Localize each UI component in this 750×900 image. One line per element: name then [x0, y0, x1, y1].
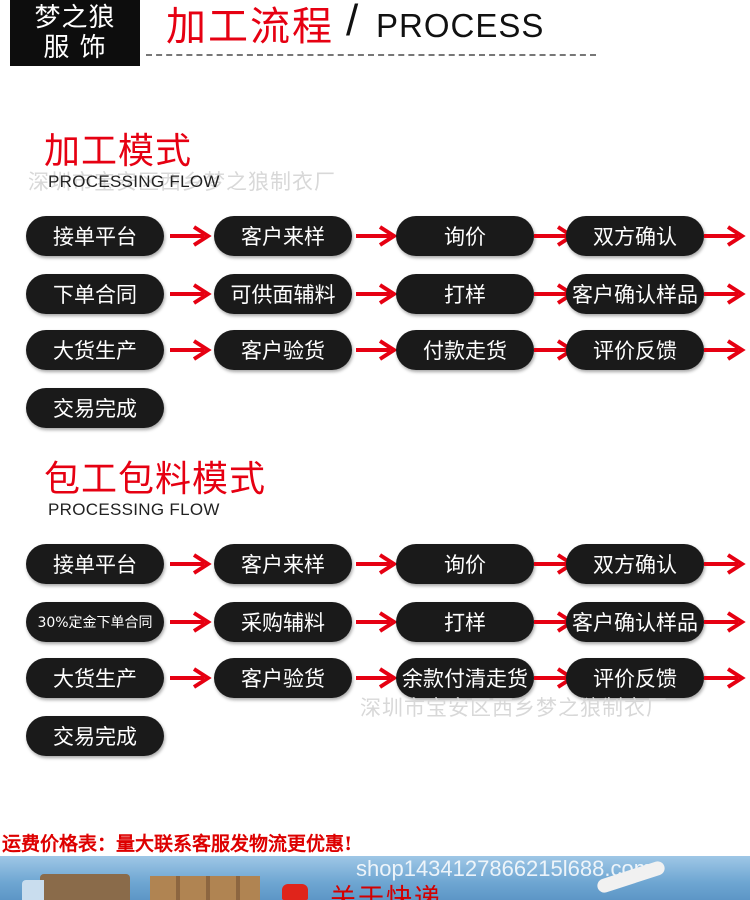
flow-step: 询价 — [396, 216, 534, 256]
flow-arrow-icon — [704, 225, 746, 247]
flow-step: 付款走货 — [396, 330, 534, 370]
section-title-full-service: 包工包料模式 — [44, 459, 267, 500]
flow-step: 客户验货 — [214, 330, 352, 370]
flow-arrow-icon — [704, 283, 746, 305]
flow-arrow-icon — [356, 667, 398, 689]
flow-step: 余款付清走货 — [396, 658, 534, 698]
flow-step: 双方确认 — [566, 216, 704, 256]
flow-step: 客户来样 — [214, 544, 352, 584]
flow-step: 客户验货 — [214, 658, 352, 698]
header-divider — [146, 54, 596, 56]
flow-step: 打样 — [396, 602, 534, 642]
flow-arrow-icon — [170, 611, 212, 633]
flow-step: 交易完成 — [26, 388, 164, 428]
watermark-text: 深圳市宝安区西乡梦之狼制衣厂 — [360, 696, 668, 720]
brand-name-line1: 梦之狼 — [34, 3, 116, 33]
flow-step: 客户确认样品 — [566, 274, 704, 314]
section-subtitle-processing: PROCESSING FLOW — [48, 172, 220, 191]
title-separator: / — [346, 0, 359, 45]
flow-arrow-icon — [704, 667, 746, 689]
truck-icon — [22, 874, 130, 900]
flow-arrow-icon — [170, 339, 212, 361]
flow-arrow-icon — [170, 283, 212, 305]
flow-arrow-icon — [704, 553, 746, 575]
flow-arrow-icon — [356, 339, 398, 361]
flow-step: 双方确认 — [566, 544, 704, 584]
flow-arrow-icon — [170, 225, 212, 247]
parcel-boxes-icon — [150, 876, 260, 900]
flow-arrow-icon — [356, 283, 398, 305]
flow-step: 评价反馈 — [566, 658, 704, 698]
flow-step: 采购辅料 — [214, 602, 352, 642]
flow-step: 客户确认样品 — [566, 602, 704, 642]
flow-step: 大货生产 — [26, 658, 164, 698]
flow-step: 评价反馈 — [566, 330, 704, 370]
flow-step: 打样 — [396, 274, 534, 314]
flow-step: 大货生产 — [26, 330, 164, 370]
brand-logo: 梦之狼 服 饰 — [10, 0, 140, 66]
flow-step: 客户来样 — [214, 216, 352, 256]
shipping-banner: 关于快递 shop1434127866215l688.com — [0, 856, 750, 900]
flow-step: 交易完成 — [26, 716, 164, 756]
page-title: 加工流程 — [166, 4, 334, 50]
flow-arrow-icon — [704, 339, 746, 361]
flow-arrow-icon — [356, 553, 398, 575]
watermark-text: 深圳市宝安区西乡梦之狼制衣厂 — [28, 170, 336, 194]
flow-arrow-icon — [170, 667, 212, 689]
flow-step: 可供面辅料 — [214, 274, 352, 314]
flow-step: 询价 — [396, 544, 534, 584]
flow-arrow-icon — [170, 553, 212, 575]
page-title-english: PROCESS — [376, 7, 545, 44]
flow-step: 30%定金下单合同 — [26, 602, 164, 642]
flow-arrow-icon — [704, 611, 746, 633]
flow-step: 下单合同 — [26, 274, 164, 314]
banner-heading: 关于快递 — [330, 884, 443, 900]
car-icon — [282, 884, 308, 900]
shop-url-watermark: shop1434127866215l688.com — [356, 856, 653, 881]
flow-arrow-icon — [356, 611, 398, 633]
section-title-processing: 加工模式 — [44, 131, 193, 172]
brand-name-line2: 服 饰 — [43, 33, 107, 63]
flow-step: 接单平台 — [26, 216, 164, 256]
flow-arrow-icon — [356, 225, 398, 247]
flow-step: 接单平台 — [26, 544, 164, 584]
shipping-fee-note: 运费价格表：量大联系客服发物流更优惠! — [2, 833, 353, 855]
section-subtitle-full-service: PROCESSING FLOW — [48, 500, 220, 519]
